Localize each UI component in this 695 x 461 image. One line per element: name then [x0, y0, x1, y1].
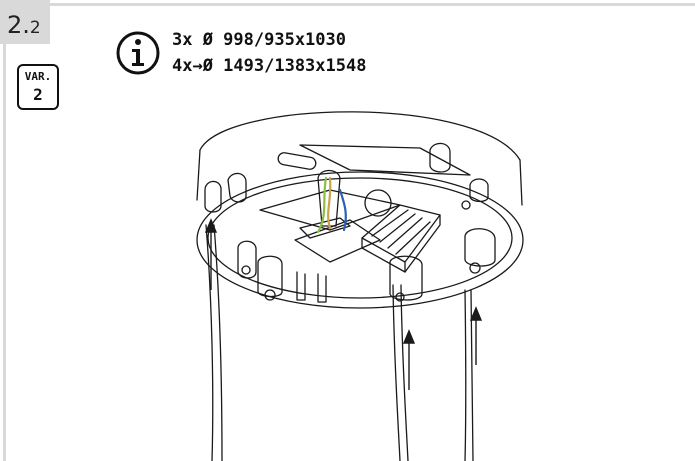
clamp-front-small-2 — [317, 273, 327, 303]
clamp-upper-left — [227, 172, 247, 203]
arrow-right-head — [469, 306, 483, 321]
cable-tube-ring — [299, 217, 351, 239]
clamp-far-right — [469, 178, 489, 203]
cable-right-outer — [464, 289, 467, 461]
step-minor: 2 — [29, 18, 41, 38]
clamp-front-right — [389, 255, 423, 301]
step-number: 2.2 — [7, 13, 41, 37]
terminal-slots — [371, 209, 431, 255]
step-major: 2. — [7, 11, 30, 39]
clamp-front-left — [237, 240, 257, 279]
cable-right-inner — [470, 289, 474, 461]
arrow-left-head — [204, 218, 218, 233]
header-rule — [50, 3, 695, 6]
housing-top-rim — [199, 111, 521, 161]
dimension-line-1: 3x Ø 998/935x1030 — [172, 30, 346, 50]
terminal-block — [361, 204, 441, 263]
screw-boss-2 — [469, 262, 481, 274]
housing-right-wall — [519, 159, 523, 206]
left-margin-rule — [3, 44, 6, 461]
variant-label: VAR. — [24, 70, 52, 83]
cable-mid-outer — [392, 284, 401, 461]
dimension-line-2: 4x→Ø 1493/1383x1548 — [172, 56, 367, 76]
housing-base-rim — [196, 171, 524, 309]
conductor-blue — [338, 188, 347, 232]
screw-boss-3 — [241, 265, 251, 275]
cable-tube — [317, 169, 341, 227]
variant-value: 2 — [33, 85, 43, 104]
clamp-front-small-1 — [296, 271, 306, 301]
dimensions-text: 3x Ø 998/935x1030 4x→Ø 1493/1383x1548 — [172, 27, 366, 79]
clamp-left — [204, 180, 222, 213]
clamp-upper-right — [429, 142, 451, 173]
cable-left-outer — [205, 224, 214, 461]
conductor-green-yellow — [316, 176, 328, 234]
floor-plate-2 — [294, 219, 381, 263]
conductor-brown — [327, 176, 332, 230]
upper-wall-panel — [299, 144, 471, 176]
info-icon — [116, 31, 160, 75]
clamp-front-mid — [257, 255, 283, 298]
round-knockout — [364, 189, 392, 217]
screw-boss-1 — [264, 289, 276, 301]
terminal-block-edge — [361, 237, 406, 273]
terminal-block-edge-2 — [404, 214, 441, 273]
screw-boss-4 — [395, 292, 405, 302]
cable-left-inner — [213, 224, 223, 461]
cable-mid-inner — [400, 284, 409, 461]
screw-boss-5 — [461, 200, 471, 210]
clamp-right — [464, 228, 496, 267]
step-tab — [0, 0, 50, 44]
housing-left-wall — [196, 149, 201, 201]
variant-badge: VAR. 2 — [17, 64, 59, 110]
arrow-mid-head — [402, 329, 416, 344]
top-slot — [277, 152, 317, 170]
housing-inner-rim — [207, 177, 513, 299]
